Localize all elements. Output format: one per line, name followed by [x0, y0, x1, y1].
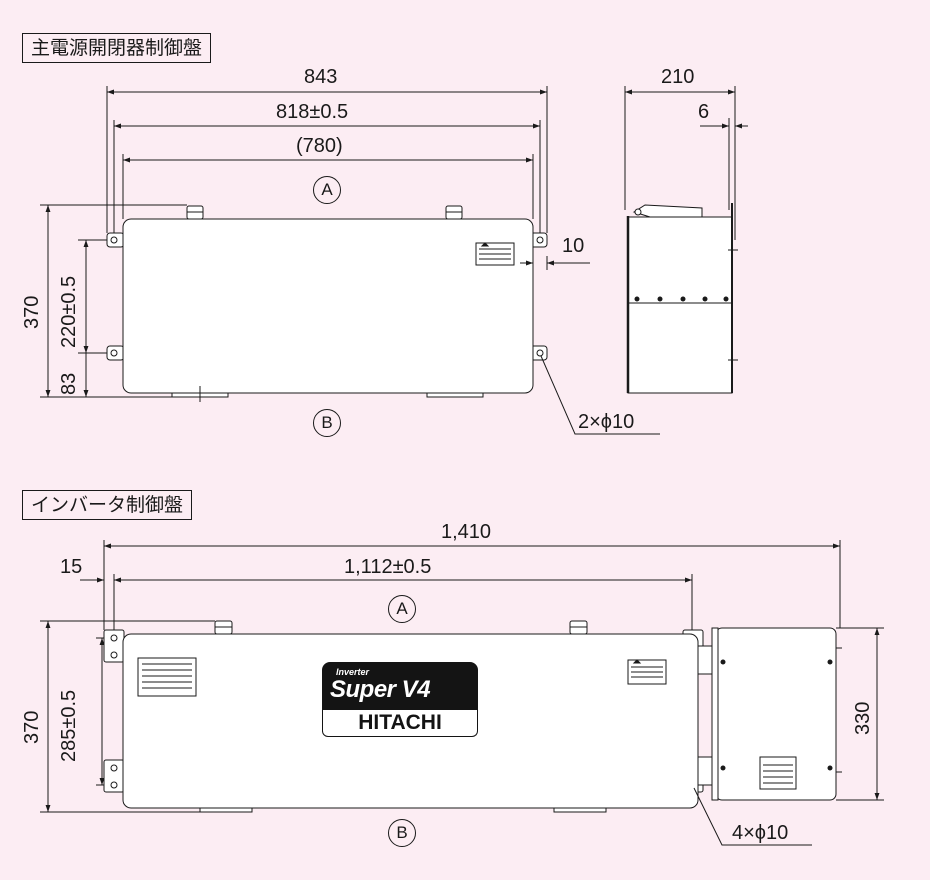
- inv-marker-a: A: [388, 595, 416, 623]
- dim-depth: 210: [661, 66, 695, 88]
- marker-b: B: [313, 409, 341, 437]
- dim-inv-holes: 4×ϕ10: [732, 822, 789, 844]
- logo-badge: Inverter Super V4: [322, 662, 478, 710]
- inverter-dimension-lines: [40, 540, 884, 846]
- dim-inv-side-height: 330: [852, 701, 874, 735]
- dim-holes: 2×ϕ10: [578, 411, 635, 433]
- product-logo: Inverter Super V4 HITACHI: [322, 662, 478, 738]
- dim-inv-mount-height: 285±0.5: [58, 689, 80, 762]
- logo-super-v4-text: Super V4: [330, 676, 431, 703]
- dim-flange: 6: [698, 101, 710, 123]
- inverter-section-title: インバータ制御盤: [22, 490, 193, 520]
- main-dimension-lines: [40, 86, 660, 435]
- main-panel-side-view: [626, 203, 738, 394]
- dim-inv-height: 370: [21, 710, 43, 744]
- dim-mount-height: 220±0.5: [58, 275, 80, 348]
- inv-marker-b: B: [388, 819, 416, 847]
- logo-brand: HITACHI: [322, 710, 478, 737]
- main-section-title: 主電源開閉器制御盤: [22, 33, 212, 63]
- dim-bottom-offset: 83: [58, 372, 80, 395]
- dim-inv-overall-width: 1,410: [441, 521, 492, 543]
- side-dimension-lines: [624, 86, 748, 240]
- inverter-side-box: [697, 627, 842, 801]
- dim-inv-edge-offset: 15: [60, 556, 83, 578]
- dim-height: 370: [21, 295, 43, 329]
- marker-a: A: [313, 176, 341, 204]
- dim-body-width: (780): [296, 135, 343, 157]
- main-panel-front-view: [106, 205, 548, 402]
- dim-edge-offset: 10: [562, 235, 585, 257]
- dim-overall-width: 843: [304, 66, 338, 88]
- dim-inv-mount-pitch: 1,112±0.5: [344, 556, 432, 578]
- logo-inverter-text: Inverter: [336, 667, 370, 677]
- dim-mount-pitch: 818±0.5: [276, 101, 349, 123]
